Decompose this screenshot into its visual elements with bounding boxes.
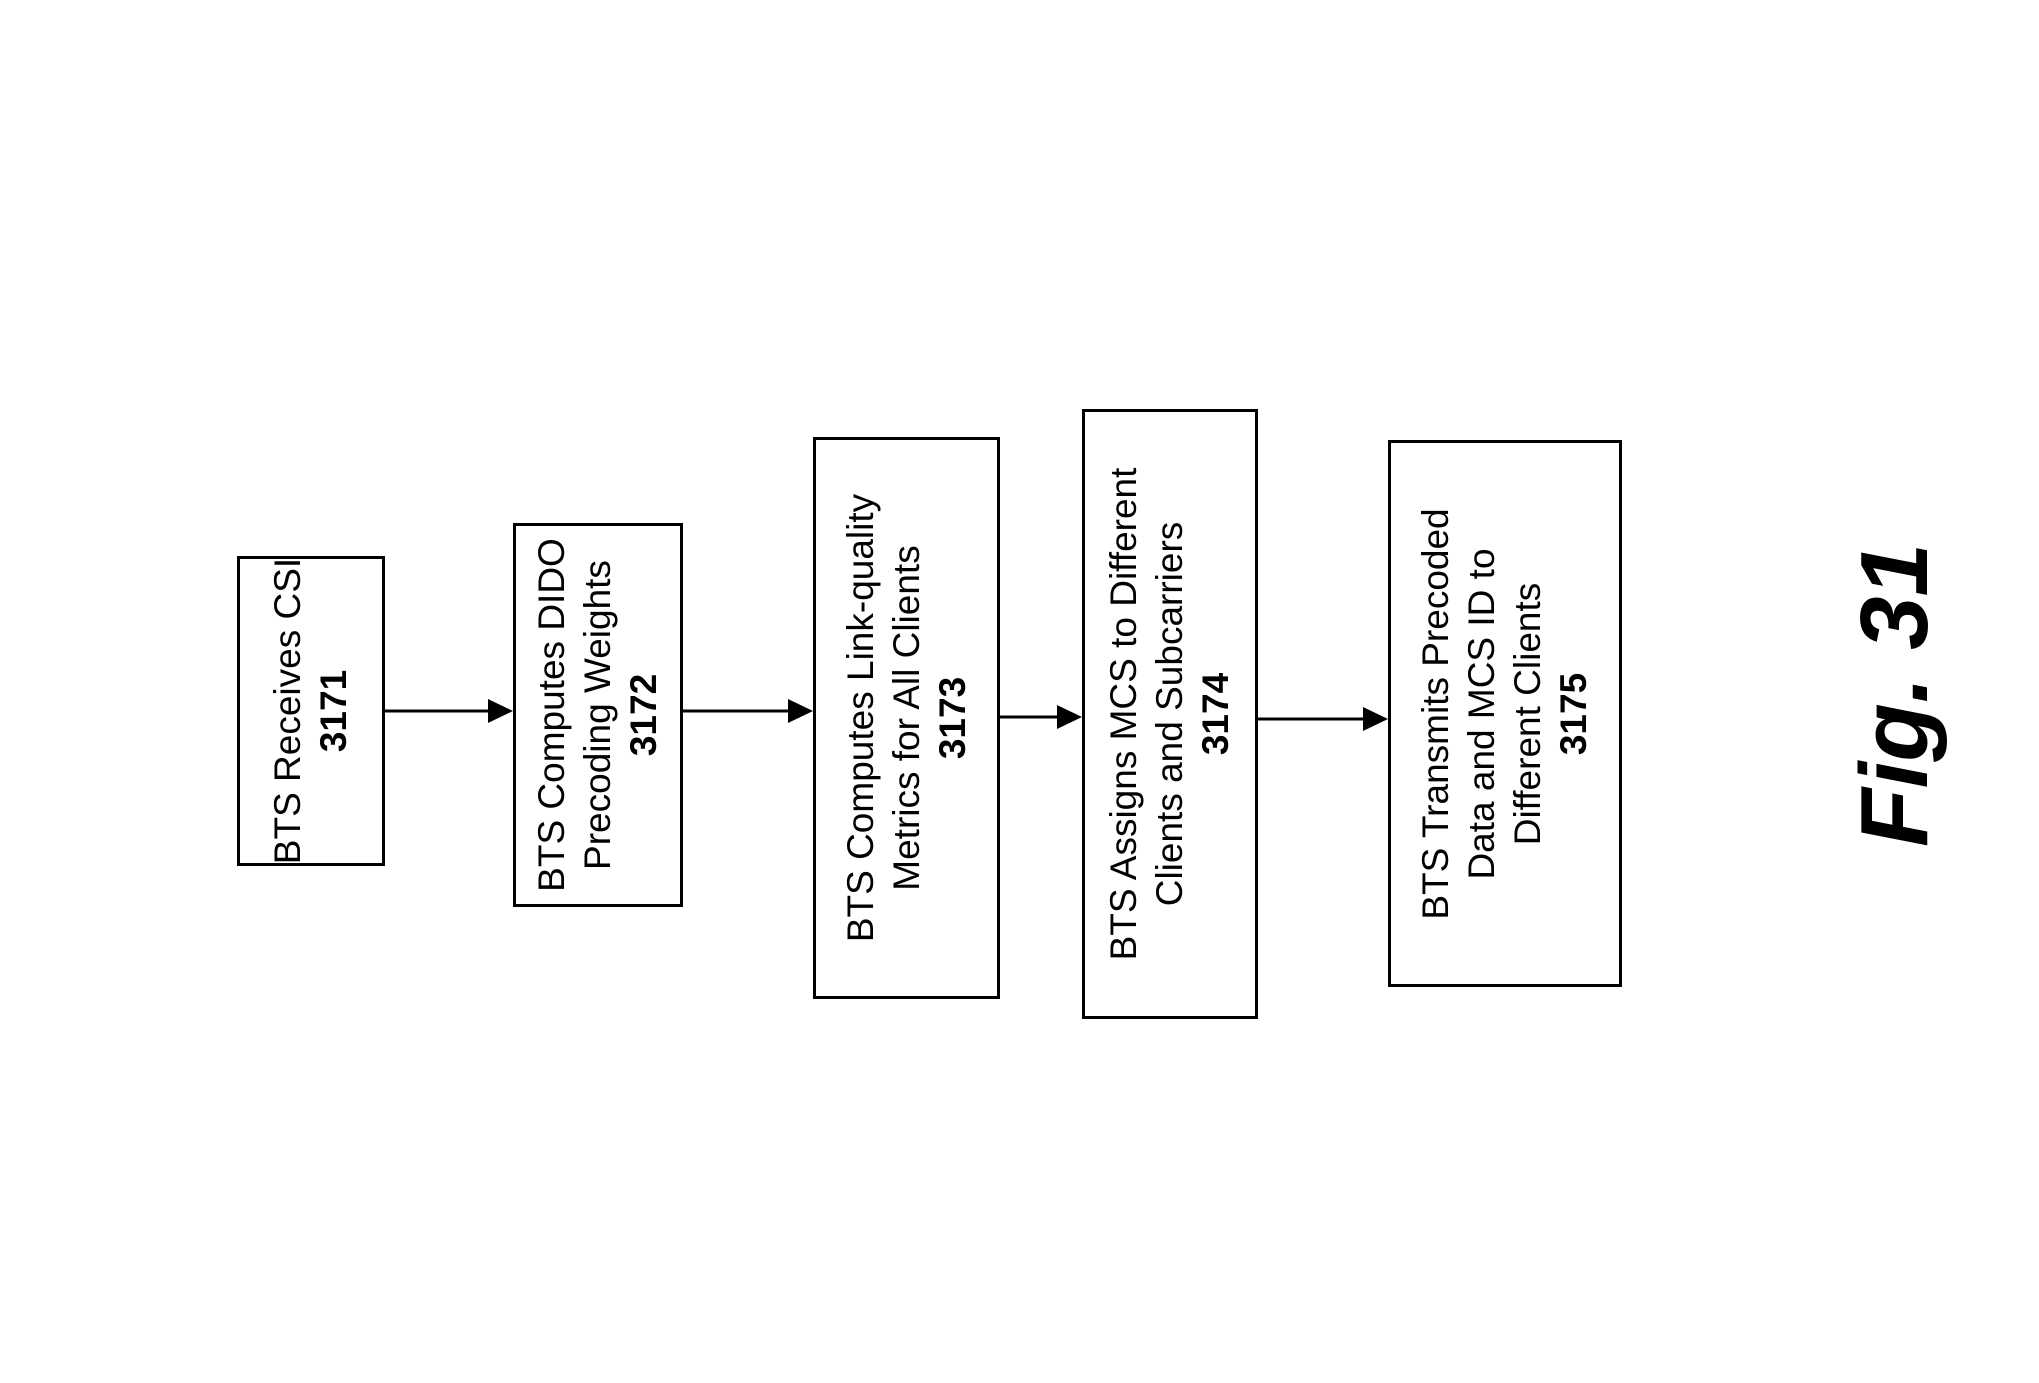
- arrow-3171-to-3172: [385, 699, 513, 723]
- arrow-3172-to-3173: [683, 699, 813, 723]
- arrow-3173-to-3174: [1000, 705, 1082, 729]
- arrow-3174-to-3175: [1258, 707, 1388, 731]
- figure-label: Fig. 31: [1840, 543, 1950, 847]
